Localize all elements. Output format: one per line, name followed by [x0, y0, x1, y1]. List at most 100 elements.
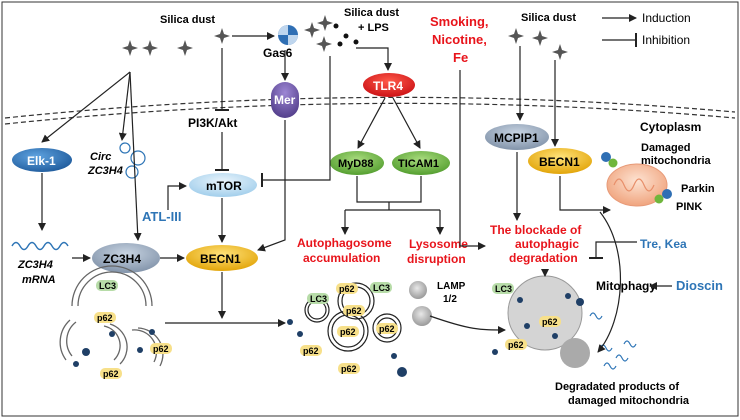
mitophagy-label: Mitophagy	[596, 279, 656, 293]
lc3-label: LC3	[495, 284, 512, 294]
circ-rna-icon	[119, 142, 146, 179]
edge-smoking-blockade	[459, 70, 486, 250]
legend-induction-label: Induction	[642, 11, 691, 25]
lc3-markers: LC3 LC3 LC3 LC3	[96, 280, 514, 304]
silica-star-icon	[177, 40, 193, 56]
becn1-node-right	[528, 148, 592, 174]
mrna-wave-icon	[11, 241, 69, 251]
silica-dust-lps-label-1: Silica dust	[344, 7, 399, 19]
silica-star-icon	[304, 22, 320, 38]
tre-kea-inhibitor: Tre, Kea	[640, 237, 687, 251]
edge-tlr4-myd88	[357, 97, 386, 149]
circ-zc3h4-label-1: Circ	[90, 151, 111, 163]
pink-label: PINK	[676, 201, 702, 213]
autophagosome-label-2: accumulation	[303, 251, 380, 265]
lysosome-lamp-icon	[409, 281, 432, 326]
silica-dust-left-label: Silica dust	[160, 14, 215, 26]
cell-membrane-inner	[4, 102, 736, 125]
legend-inhibition-label: Inhibition	[642, 33, 690, 47]
mtor-node	[189, 173, 257, 197]
phagophore-icons	[59, 265, 164, 367]
p62-label: p62	[340, 327, 356, 337]
mtor-label: mTOR	[206, 179, 242, 193]
lamp-label-1: LAMP	[437, 281, 466, 292]
edge-tre-blockade	[589, 241, 637, 259]
p62-label: p62	[341, 364, 357, 374]
silica-particles	[122, 15, 568, 60]
edge-tlr4-adapters-join	[356, 176, 422, 203]
gas6-label: Gas6	[263, 46, 293, 60]
silica-star-icon	[142, 40, 158, 56]
tlr4-receptor	[363, 73, 415, 97]
blockade-label-1: The blockade of	[490, 223, 582, 237]
p62-markers: p62 p62 p62 p62 p62 p62 p62 p62 p62 p62 …	[94, 283, 561, 379]
mito-fragment-icons	[589, 312, 637, 370]
p62-label: p62	[303, 346, 319, 356]
cytoplasm-label: Cytoplasm	[640, 120, 701, 134]
silica-star-icon	[508, 28, 524, 44]
smoking-label-2: Nicotine,	[432, 32, 487, 47]
lc3-label: LC3	[310, 294, 327, 304]
edge-mito-degradation	[597, 211, 622, 353]
myd88-label: MyD88	[338, 158, 373, 170]
damaged-mito-label-2: mitochondria	[641, 155, 712, 167]
circ-zc3h4-label-2: ZC3H4	[87, 165, 123, 177]
p62-label: p62	[379, 324, 395, 334]
silica-star-icon	[317, 15, 333, 31]
becn1-right-label: BECN1	[539, 155, 580, 169]
damaged-mito-label-1: Damaged	[641, 142, 691, 154]
edge-silica-zc3h4	[129, 71, 142, 241]
degraded-label-2: damaged mitochondria	[568, 395, 690, 407]
connections	[38, 32, 672, 353]
blockade-label-2: autophagic	[515, 237, 579, 251]
edge-atl-mtor	[167, 182, 187, 210]
cell-membrane-outer	[4, 96, 736, 119]
becn1-node-left	[186, 245, 258, 271]
silica-star-icon	[122, 40, 138, 56]
p62-label: p62	[542, 317, 558, 327]
silica-star-icon	[214, 28, 230, 44]
silica-dust-right-label: Silica dust	[521, 12, 576, 24]
cargo-dots	[73, 293, 584, 377]
mcpip1-node	[485, 124, 549, 150]
lamp-label-2: 1/2	[443, 294, 457, 305]
degraded-vesicle	[560, 338, 590, 368]
tlr4-label: TLR4	[373, 79, 403, 93]
p62-label: p62	[103, 369, 119, 379]
dioscin-inhibitor: Dioscin	[676, 278, 723, 293]
elk1-label: Elk-1	[27, 154, 56, 168]
silica-star-icon	[316, 36, 332, 52]
elk1-node	[12, 148, 72, 172]
lc3-label: LC3	[373, 283, 390, 293]
edge-silica-elk1	[41, 71, 131, 143]
zc3h4-label: ZC3H4	[103, 252, 141, 266]
mcpip1-label: MCPIP1	[494, 131, 539, 145]
lysosome-label-2: disruption	[407, 252, 466, 266]
edge-lps-tlr4	[356, 47, 392, 71]
edge-silica-circ	[118, 71, 131, 141]
zc3h4-mrna-label-1: ZC3H4	[17, 259, 53, 271]
mer-label: Mer	[274, 93, 296, 107]
smoking-label-3: Fe	[453, 50, 468, 65]
becn1-left-label: BECN1	[200, 252, 241, 266]
parkin-label: Parkin	[681, 183, 715, 195]
mer-receptor	[271, 82, 299, 118]
p62-label: p62	[508, 340, 524, 350]
p62-label: p62	[346, 306, 362, 316]
edge-mer-becn1	[257, 120, 286, 252]
pi3k-akt-label: PI3K/Akt	[188, 116, 237, 130]
p62-label: p62	[153, 344, 169, 354]
zc3h4-mrna-label-2: mRNA	[22, 274, 56, 286]
silica-star-icon	[532, 30, 548, 46]
blockade-label-3: degradation	[509, 251, 578, 265]
edge-becn1-mitophagy	[559, 176, 611, 214]
lc3-label: LC3	[99, 281, 116, 291]
gas6-icon	[278, 25, 298, 45]
degraded-label-1: Degradated products of	[555, 381, 679, 393]
lysosome-label-1: Lysosome	[409, 237, 468, 251]
edge-lysosome-vacuole	[429, 315, 506, 334]
ticam1-node	[392, 151, 450, 175]
legend: Induction Inhibition	[602, 11, 691, 47]
